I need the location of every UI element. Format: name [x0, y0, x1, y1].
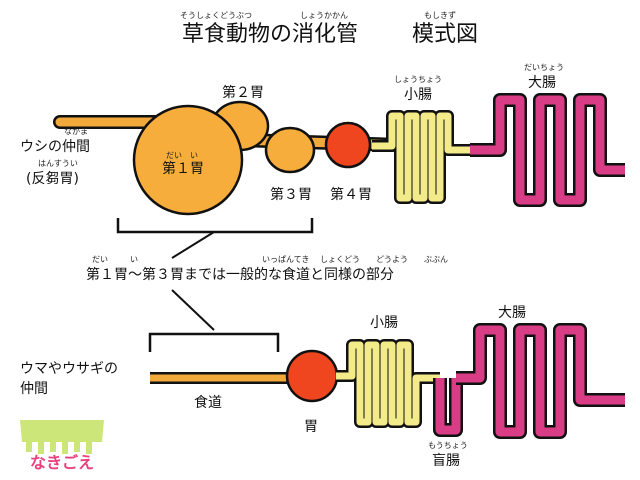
- page-title: 草食動物の消化管: [182, 22, 359, 47]
- ruminant-subtitle: (反芻胃): [26, 171, 79, 187]
- title-ruby-suffix: もしきず: [424, 11, 456, 20]
- ruminant-large-intestine: [470, 95, 625, 205]
- bracket-connector-bottom: [171, 289, 215, 331]
- bracket-connector-top: [171, 231, 215, 259]
- horse-small-intestine: [336, 341, 440, 426]
- third-stomach: [264, 126, 316, 174]
- stomach1-label: 第１胃: [162, 161, 204, 177]
- ruminant-small-intestine-label: 小腸: [404, 87, 432, 103]
- ruminant-group-label: ウシの仲間: [20, 139, 90, 155]
- horse-large-intestine-label: 大腸: [498, 305, 526, 321]
- foregut-note: 第１胃〜第３胃までは一般的な食道と同様の部分: [86, 267, 394, 283]
- nakigoe-logo: なきごえ: [14, 412, 110, 474]
- ruminant-subtitle-ruby: はんすうい: [38, 159, 78, 168]
- horse-group-label: ウマやウサギの: [20, 361, 118, 377]
- note-ruby-bubun: ぶぶん: [424, 255, 448, 264]
- ruminant-bracket: [116, 218, 314, 234]
- horse-bracket: [148, 332, 280, 352]
- title-ruby-main: そうしょくどうぶつ: [180, 11, 252, 20]
- horse-stomach: [285, 349, 339, 403]
- stomach3-label: 第３胃: [270, 187, 312, 203]
- horse-tract: [150, 323, 625, 439]
- logo-text: なきごえ: [30, 453, 94, 472]
- note-ruby-dai: だい: [92, 255, 108, 264]
- fourth-stomach: [324, 121, 372, 169]
- note-ruby-shokudou: しょくどう: [320, 255, 360, 264]
- ruminant-large-intestine-ruby: だいちょう: [524, 63, 564, 72]
- ruminant-small-intestine: [372, 112, 470, 202]
- ruminant-small-intestine-ruby: しょうちょう: [394, 75, 442, 84]
- stomach1-ruby: だい い: [166, 151, 198, 160]
- first-stomach: [132, 104, 244, 216]
- ruminant-group-ruby: なかま: [64, 127, 88, 136]
- note-ruby-i: い: [130, 255, 138, 264]
- note-ruby-douyou: どうよう: [376, 255, 408, 264]
- cecum-ruby: もうちょう: [428, 441, 468, 450]
- stomach2-label: 第２胃: [222, 85, 264, 101]
- ruminant-large-intestine-label: 大腸: [528, 75, 556, 91]
- horse-large-intestine: [456, 325, 625, 437]
- horse-group-label-line2: 仲間: [20, 381, 48, 397]
- stomach4-label: 第４胃: [330, 187, 372, 203]
- ruminant-tract: [53, 93, 625, 216]
- cecum: [435, 378, 461, 435]
- page-title-suffix: 模式図: [412, 22, 479, 47]
- cecum-label: 盲腸: [432, 453, 460, 469]
- logo-graphic: なきごえ: [20, 420, 104, 472]
- esophagus-label: 食道: [194, 395, 222, 411]
- note-ruby-ippanteki: いっぱんてき: [262, 255, 310, 264]
- horse-stomach-label: 胃: [304, 419, 318, 435]
- horse-small-intestine-label: 小腸: [370, 315, 398, 331]
- title-ruby-mid: しょうかかん: [300, 11, 348, 20]
